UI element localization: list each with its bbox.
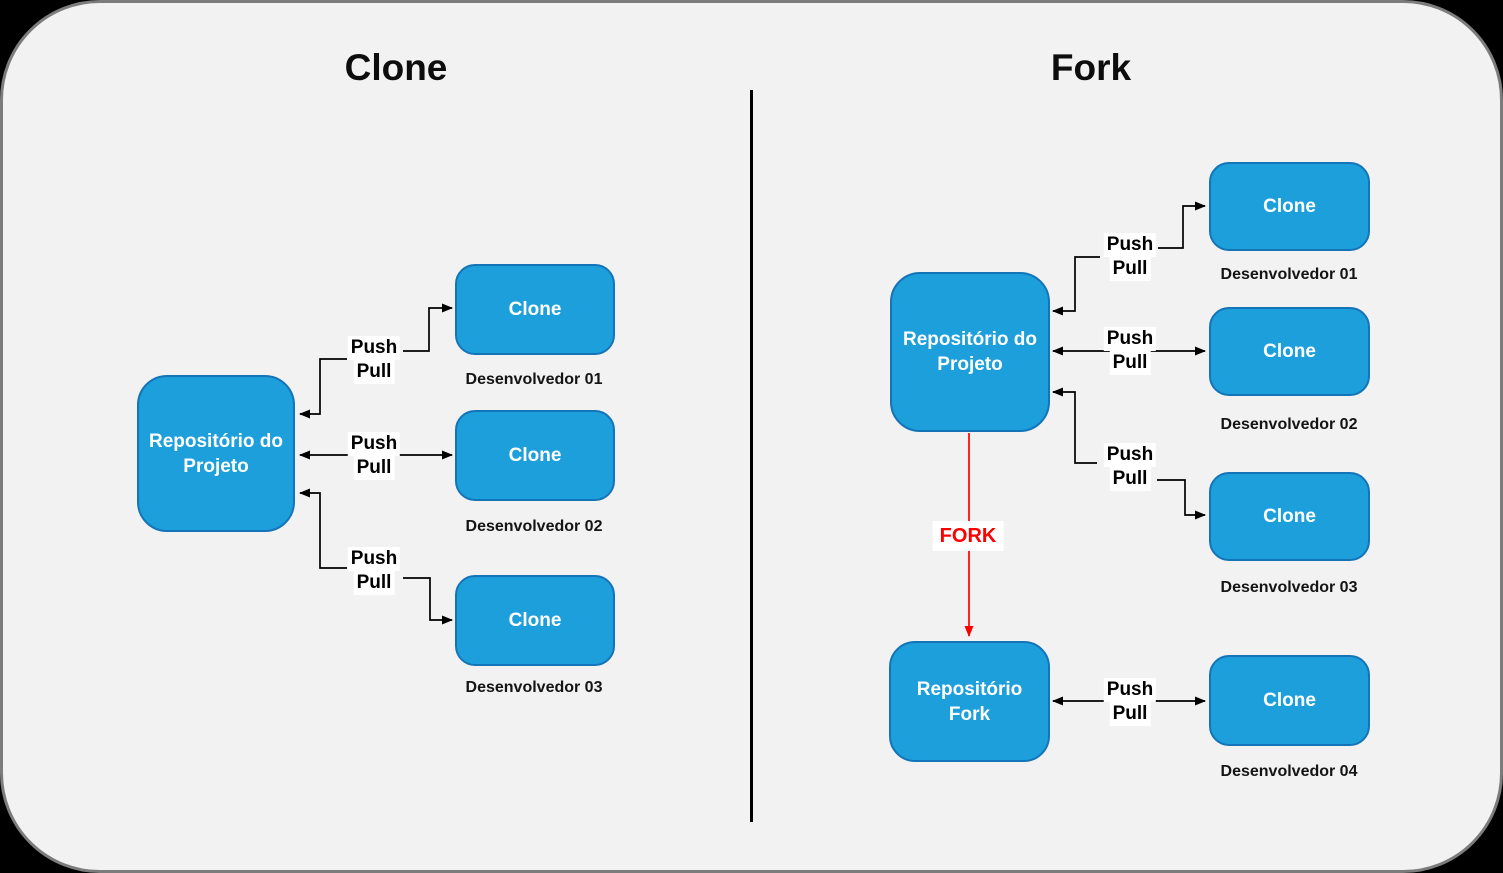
- developer-label-right-2: Desenvolvedor 02: [1220, 416, 1358, 433]
- developer-label-left-1: Desenvolvedor 01: [465, 371, 603, 388]
- pull-label: Pull: [1109, 702, 1151, 726]
- node-left-clone-1: Clone: [455, 264, 615, 355]
- node-left-clone-2: Clone: [455, 410, 615, 501]
- pull-label: Pull: [1109, 351, 1151, 375]
- push-pull-label-left-1: Push Pull: [347, 336, 401, 384]
- pull-label: Pull: [353, 571, 395, 595]
- node-left-clone-3: Clone: [455, 575, 615, 666]
- node-fork-repo: Repositório Fork: [889, 641, 1050, 762]
- panel-title-fork: Fork: [1050, 47, 1132, 88]
- node-right-clone-2: Clone: [1209, 307, 1370, 396]
- push-label: Push: [347, 432, 401, 456]
- push-pull-label-left-2: Push Pull: [347, 432, 401, 480]
- push-label: Push: [1103, 233, 1157, 257]
- node-right-project-repo: Repositório do Projeto: [890, 272, 1050, 432]
- pull-label: Pull: [1109, 257, 1151, 281]
- node-right-clone-1: Clone: [1209, 162, 1370, 251]
- developer-label-right-3: Desenvolvedor 03: [1220, 579, 1358, 596]
- developer-label-right-1: Desenvolvedor 01: [1220, 266, 1358, 283]
- developer-label-left-2: Desenvolvedor 02: [465, 518, 603, 535]
- developer-label-right-4: Desenvolvedor 04: [1220, 763, 1358, 780]
- push-pull-label-right-3: Push Pull: [1103, 443, 1157, 491]
- pull-label: Pull: [353, 456, 395, 480]
- fork-edge-label: FORK: [932, 521, 1004, 551]
- push-label: Push: [1103, 678, 1157, 702]
- panel-title-clone: Clone: [344, 47, 448, 88]
- push-pull-label-left-3: Push Pull: [347, 547, 401, 595]
- push-pull-label-right-2: Push Pull: [1103, 327, 1157, 375]
- pull-label: Pull: [353, 360, 395, 384]
- push-pull-label-right-4: Push Pull: [1103, 678, 1157, 726]
- pull-label: Pull: [1109, 467, 1151, 491]
- push-label: Push: [347, 547, 401, 571]
- panel-divider-line: [750, 90, 753, 822]
- push-label: Push: [347, 336, 401, 360]
- node-right-clone-4: Clone: [1209, 655, 1370, 746]
- push-pull-label-right-1: Push Pull: [1103, 233, 1157, 281]
- push-label: Push: [1103, 443, 1157, 467]
- node-left-project-repo: Repositório do Projeto: [137, 375, 295, 532]
- node-right-clone-3: Clone: [1209, 472, 1370, 561]
- push-label: Push: [1103, 327, 1157, 351]
- developer-label-left-3: Desenvolvedor 03: [465, 679, 603, 696]
